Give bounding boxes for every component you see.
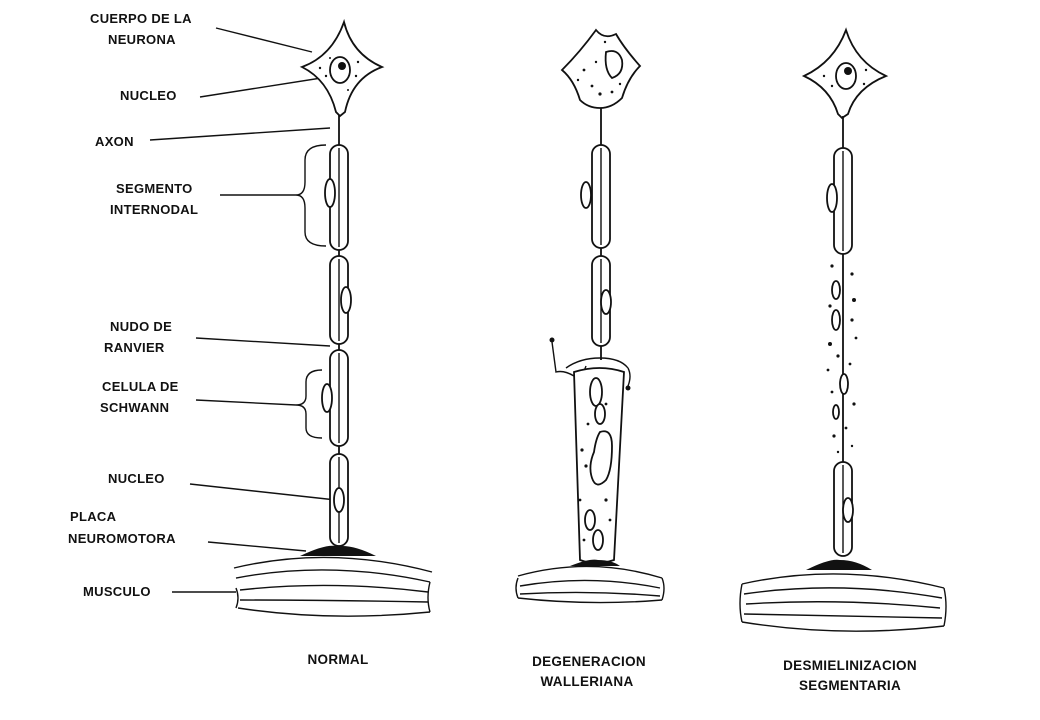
nucleus-normal [329, 56, 351, 84]
label-celula-line1: CELULA DE [102, 379, 179, 394]
muscle-normal [233, 556, 433, 617]
leader-cuerpo [215, 27, 313, 53]
label-placa-line2: NEUROMOTORA [68, 531, 176, 546]
label-nucleo-bottom: NUCLEO [108, 471, 165, 486]
motor-plate-normal [300, 545, 376, 556]
caption-desmielinizacion-line2: SEGMENTARIA [799, 678, 901, 693]
caption-normal: NORMAL [307, 652, 368, 667]
left-labels: CUERPO DE LA NEURONA NUCLEO AXON SEGMENT… [68, 11, 337, 599]
label-musculo: MUSCULO [83, 584, 151, 599]
muscle-desmielinizacion [739, 573, 947, 632]
cell-body-walleriana [560, 28, 642, 109]
leader-placa [207, 541, 307, 552]
label-segmento-line2: INTERNODAL [110, 202, 198, 217]
leader-celula [195, 399, 297, 406]
captions: NORMAL DEGENERACION WALLERIANA DESMIELIN… [307, 652, 916, 693]
leader-nucleo-top [199, 75, 335, 98]
label-nucleo-top: NUCLEO [120, 88, 177, 103]
leader-axon [149, 127, 331, 141]
neuron-walleriana [515, 28, 665, 604]
degeneration-top [565, 357, 629, 369]
label-celula-line2: SCHWANN [100, 400, 169, 415]
label-segmento-line1: SEGMENTO [116, 181, 193, 196]
label-nudo-line1: NUDO DE [110, 319, 172, 334]
label-placa-line1: PLACA [70, 509, 117, 524]
muscle-walleriana [515, 565, 665, 604]
neuron-desmielinizacion [739, 27, 947, 632]
brace-segmento [295, 144, 327, 247]
leader-nudo [195, 337, 331, 347]
label-axon: AXON [95, 134, 134, 149]
neuron-normal [233, 18, 433, 617]
caption-walleriana-line1: DEGENERACION [532, 654, 646, 669]
label-cuerpo-line1: CUERPO DE LA [90, 11, 192, 26]
label-nudo-line2: RANVIER [104, 340, 165, 355]
caption-desmielinizacion-line1: DESMIELINIZACION [783, 658, 917, 673]
brace-celula [295, 369, 323, 439]
label-cuerpo-line2: NEURONA [108, 32, 176, 47]
caption-walleriana-line2: WALLERIANA [541, 674, 634, 689]
leader-nucleo-bottom [189, 483, 337, 501]
